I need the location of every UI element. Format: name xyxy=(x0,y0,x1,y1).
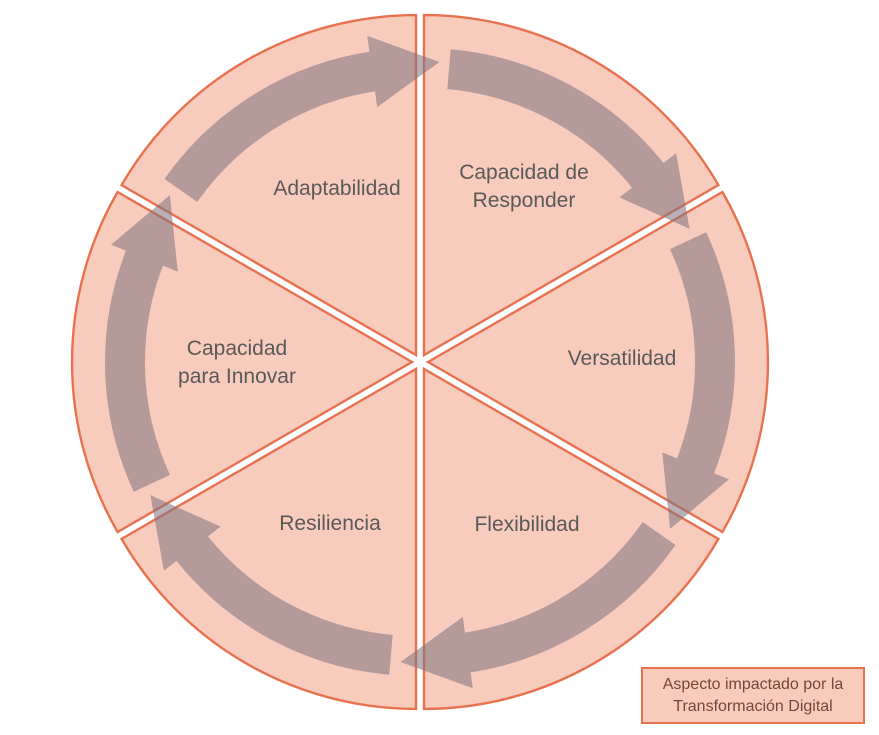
segment-label-capacidad-de-responder-line2: Responder xyxy=(473,189,576,212)
segment-label-capacidad-para-innovar-line2: para Innovar xyxy=(178,365,296,388)
arrow-adaptabilidad xyxy=(164,35,440,203)
arrow-resiliencia xyxy=(150,495,393,675)
arrow-flexibilidad xyxy=(400,521,676,689)
segment-capacidad-de-responder xyxy=(422,13,721,358)
arrow-versatilidad xyxy=(662,232,735,529)
legend-box: Aspecto impactado por la Transformación … xyxy=(641,667,865,725)
segment-label-versatilidad: Versatilidad xyxy=(568,347,677,370)
arrow-capacidad-para-innovar xyxy=(105,195,178,492)
legend-line-2: Transformación Digital xyxy=(673,697,833,715)
segment-labels: Adaptabilidad Capacidad de Responder Ver… xyxy=(178,161,676,536)
segment-resiliencia xyxy=(119,366,418,711)
segment-adaptabilidad xyxy=(119,13,418,358)
segment-label-capacidad-para-innovar-line1: Capacidad xyxy=(187,337,287,360)
flow-arrows xyxy=(105,35,735,689)
segment-label-adaptabilidad: Adaptabilidad xyxy=(273,177,400,200)
legend-line-1: Aspecto impactado por la xyxy=(662,676,844,693)
segment-flexibilidad xyxy=(422,366,721,711)
segment-label-flexibilidad: Flexibilidad xyxy=(474,513,579,536)
segment-label-resiliencia: Resiliencia xyxy=(279,512,381,535)
arrow-capacidad-de-responder xyxy=(447,49,690,229)
segment-label-capacidad-de-responder-line1: Capacidad de xyxy=(459,161,589,184)
